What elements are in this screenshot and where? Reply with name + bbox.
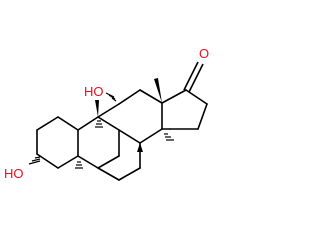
hydroxyl-3-bond (28, 156, 41, 165)
bond-c8-c11 (118, 129, 141, 144)
bond-c4-c5 (36, 153, 59, 169)
hashed-bond-c9-h (95, 120, 103, 128)
bond-c17-c16 (185, 89, 208, 105)
methyl-c18-wedge (154, 78, 162, 103)
hashed-bond-c14-h (164, 133, 174, 141)
bond-c13-c17 (161, 89, 187, 104)
bond-c9-c11 (97, 103, 120, 118)
bond-c9-c10 (77, 116, 99, 131)
hashed-bond-c5-h (75, 161, 83, 169)
h-c8-wedge (137, 143, 143, 152)
bond-c6b-c5b (97, 167, 120, 181)
molecule-canvas: O HO HO (4, 46, 210, 181)
bond-c5-c10 (57, 155, 79, 169)
ring-b (77, 116, 120, 169)
ring-d (161, 89, 208, 130)
ring-c (97, 89, 163, 181)
hydroxyl-3-label: HO (4, 166, 24, 181)
bond-c8-c9 (97, 116, 120, 131)
hydroxyl-11-label: HO (84, 84, 104, 99)
bond-c6-c7 (97, 155, 120, 169)
bond-c14-c8 (139, 128, 163, 144)
bond-c2-c3 (36, 116, 59, 131)
ring-a (36, 116, 79, 169)
hydroxyl-11-bond (105, 92, 117, 102)
ketone-group (183, 61, 204, 93)
bond-c11-c12 (118, 89, 141, 105)
ketone-oxygen-label: O (199, 46, 209, 61)
carbonyl-bond-line-1 (183, 61, 199, 91)
bond-c16-c15 (197, 103, 208, 130)
methyl-c19-wedge (95, 100, 99, 117)
bond-c5-c6 (77, 155, 99, 169)
carbonyl-bond-line-2 (188, 63, 204, 93)
steroid-structure-diagram: O HO HO (4, 46, 209, 181)
bond-c12-c13 (139, 89, 163, 104)
bond-c1-c2 (57, 116, 79, 131)
bond-c7-c6b (118, 167, 141, 181)
